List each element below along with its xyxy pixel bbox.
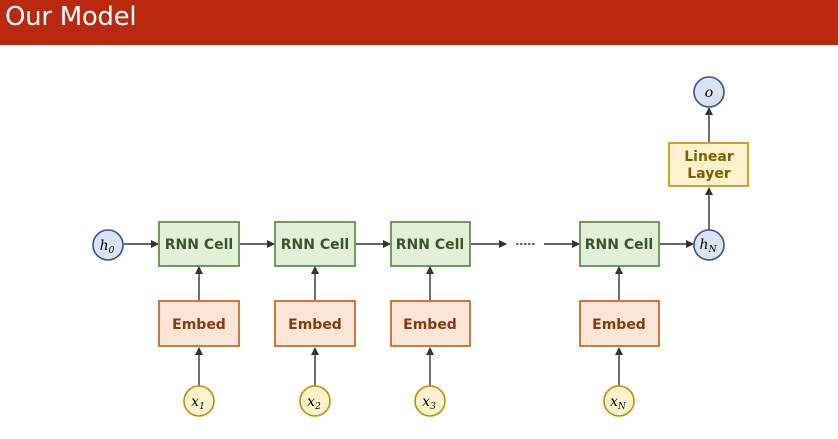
output-node-label: o [705,85,713,101]
embed-box-1-label: Embed [172,317,226,333]
svg-text:x3: x3 [422,394,436,412]
rnn-cell-1-label: RNN Cell [165,237,233,253]
embed-box-n-label: Embed [592,317,646,333]
x3-node-base: x [422,394,430,410]
rnn-cell-n: RNN Cell [579,221,660,267]
hn-node-sub: N [708,245,718,255]
slide-title: Our Model [5,2,137,32]
svg-text:h0: h0 [100,238,115,256]
linear-layer-box: Linear Layer [668,142,749,187]
embed-box-1: Embed [158,300,240,347]
linear-layer-label-line1: Linear [684,149,734,165]
linear-layer-label-line2: Layer [687,166,731,182]
rnn-cell-1: RNN Cell [158,221,240,267]
h0-node-sub: 0 [109,246,115,256]
h0-node-base: h [100,238,109,254]
xn-node-sub: N [617,402,627,412]
x2-node: x2 [299,385,331,417]
embed-box-2: Embed [274,300,356,347]
svg-text:xN: xN [610,394,627,412]
rnn-cell-n-label: RNN Cell [585,237,653,253]
title-bar: Our Model [0,0,838,45]
embed-box-n: Embed [579,300,660,347]
x2-node-sub: 2 [314,402,321,412]
embed-box-2-label: Embed [288,317,342,333]
x1-node-base: x [191,394,199,410]
xn-node-base: x [610,394,618,410]
output-node: o [693,76,725,108]
h0-node: h0 [92,229,124,261]
x1-node: x1 [183,385,215,417]
hn-node: hN [693,229,725,261]
rnn-cell-3-label: RNN Cell [396,237,464,253]
rnn-cell-2: RNN Cell [274,221,356,267]
embed-box-3: Embed [390,300,471,347]
svg-text:x2: x2 [307,394,321,412]
rnn-cell-3: RNN Cell [390,221,471,267]
x2-node-base: x [307,394,315,410]
x3-node: x3 [414,385,446,417]
x1-node-sub: 1 [199,402,205,412]
embed-box-3-label: Embed [403,317,457,333]
rnn-cell-2-label: RNN Cell [281,237,349,253]
svg-text:hN: hN [700,237,718,255]
x3-node-sub: 3 [430,402,436,412]
xn-node: xN [603,385,635,417]
hn-node-base: h [700,237,709,253]
svg-text:x1: x1 [191,394,205,412]
